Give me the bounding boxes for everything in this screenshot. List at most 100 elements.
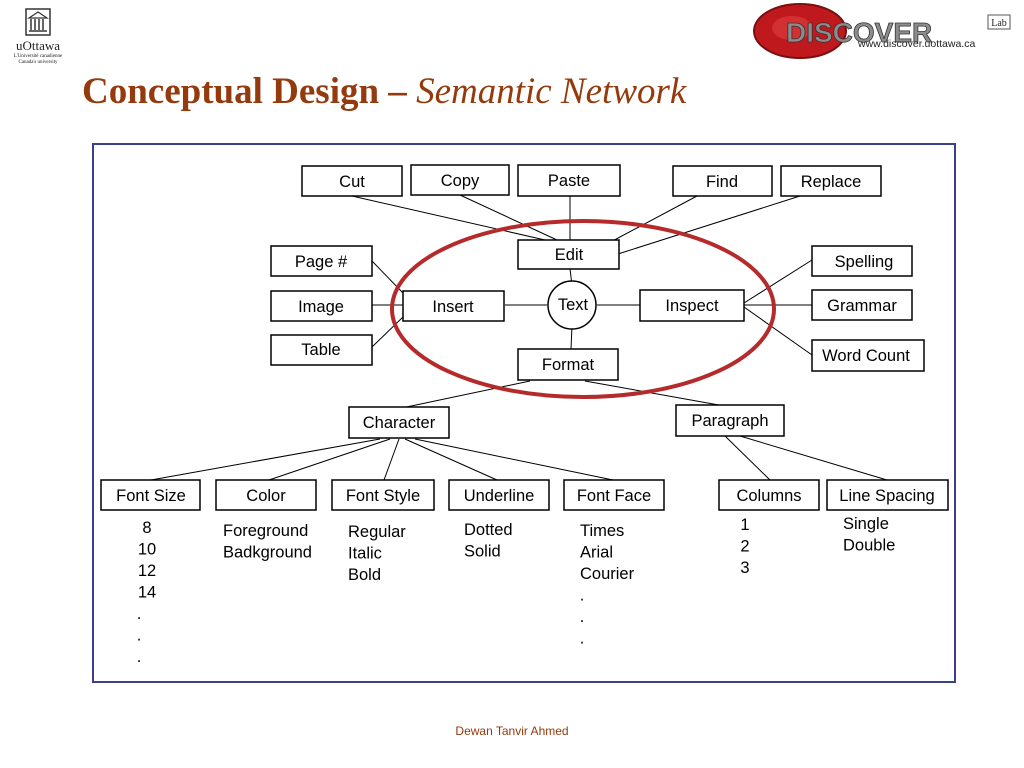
node-spelling: Spelling [835,253,894,271]
edge-character-fontsize [150,438,381,481]
value-line-spacing-1: Double [843,537,895,555]
node-edit: Edit [555,246,584,264]
node-replace-box [780,165,882,197]
node-font-size: Font Size [116,487,186,505]
value-font-face-1: Arial [580,544,613,562]
node-character-box [348,406,450,439]
value-columns-2: 3 [740,559,749,577]
node-find-box [672,165,773,197]
node-image: Image [298,298,344,316]
node-image-box [270,290,373,322]
node-text: Text [558,296,589,314]
value-font-size-1: 10 [138,541,156,559]
node-paragraph: Paragraph [691,412,768,430]
value-font-size-3: 14 [138,584,156,602]
edge-replace-edit [617,195,801,255]
node-page-number-box [270,245,373,277]
slide-title: Conceptual Design – Semantic Network [82,70,686,113]
lab-badge [987,14,1011,30]
edge-character-color [268,438,391,481]
node-page-number: Page # [295,253,348,271]
edge-format-paragraph [584,380,731,408]
value-font-size-5: . [137,627,142,645]
discover-logo-text: DISCOVER [786,17,932,48]
value-font-face-4: . [580,608,585,626]
node-color: Color [246,487,286,505]
node-font-style-box [331,479,435,511]
node-font-face-box [563,479,665,511]
value-lists: 8101214...ForegroundBadkgroundRegularIta… [137,515,896,666]
edge-table-insert [371,316,404,348]
node-grammar-box [811,289,913,321]
node-font-style: Font Style [346,487,420,505]
value-font-size-6: . [137,648,142,666]
highlight-ellipse [390,219,776,399]
value-columns-0: 1 [740,516,749,534]
value-font-size-0: 8 [142,519,151,537]
lab-url: www.discover.uottawa.ca [858,38,976,50]
node-insert: Insert [432,298,474,316]
university-building-icon [25,8,51,36]
value-font-style-1: Italic [348,545,382,563]
edge-character-fontstyle [383,438,400,481]
value-font-face-0: Times [580,522,624,540]
node-spelling-box [811,245,913,277]
edge-format-character [396,380,531,410]
value-color-0: Foreground [223,522,308,540]
diagram-frame [92,143,956,683]
node-table: Table [301,341,340,359]
node-paste: Paste [548,172,590,190]
footer-author: Dewan Tanvir Ahmed [455,724,569,738]
node-copy-box [410,164,510,196]
value-columns-1: 2 [740,538,749,556]
value-color-1: Badkground [223,544,312,562]
node-insert-box [402,290,505,322]
value-underline-1: Solid [464,543,501,561]
node-columns-box [718,479,820,511]
value-font-style-0: Regular [348,523,406,541]
node-underline-box [448,479,550,511]
edge-paragraph-columns [724,435,771,481]
node-text-circle [547,280,597,330]
edge-character-underline [404,438,498,481]
value-font-face-5: . [580,630,585,648]
slide-title-main: Conceptual Design – [82,71,417,112]
value-underline-0: Dotted [464,521,513,539]
node-grammar: Grammar [827,297,897,315]
edge-character-fontface [414,438,614,481]
uottawa-logo: uOttawa L'Université canadienne Canada's… [6,8,70,78]
node-font-face: Font Face [577,487,651,505]
edge-cut-edit [351,195,546,241]
node-edit-box [517,239,620,270]
node-find: Find [706,173,738,191]
node-replace: Replace [801,173,862,191]
edge-paragraph-linespacing [739,435,888,481]
node-inspect-box [639,289,745,322]
node-inspect: Inspect [665,297,719,315]
node-cut-box [301,165,403,197]
node-word-count: Word Count [822,347,910,365]
node-paste-box [517,164,621,197]
slide-title-italic: Semantic Network [416,71,687,112]
value-font-face-2: Courier [580,565,635,583]
node-color-box [215,479,317,511]
node-format: Format [542,356,595,374]
edge-inspect-wordcount [743,306,813,356]
node-line-spacing-box [826,479,949,511]
node-format-box [517,348,619,381]
node-paragraph-box [675,404,785,437]
value-font-style-2: Bold [348,566,381,584]
discover-lab-logo: DISCOVER Lab [752,2,1014,60]
node-character: Character [363,414,436,432]
value-font-size-2: 12 [138,562,156,580]
value-font-size-4: . [137,605,142,623]
value-line-spacing-0: Single [843,515,889,533]
edge-text-format [570,325,573,350]
lab-badge-text: Lab [991,18,1007,29]
university-tagline-english: Canada's university [18,60,58,65]
node-underline: Underline [464,487,535,505]
value-font-face-3: . [580,587,585,605]
node-line-spacing: Line Spacing [839,487,934,505]
node-columns: Columns [736,487,801,505]
